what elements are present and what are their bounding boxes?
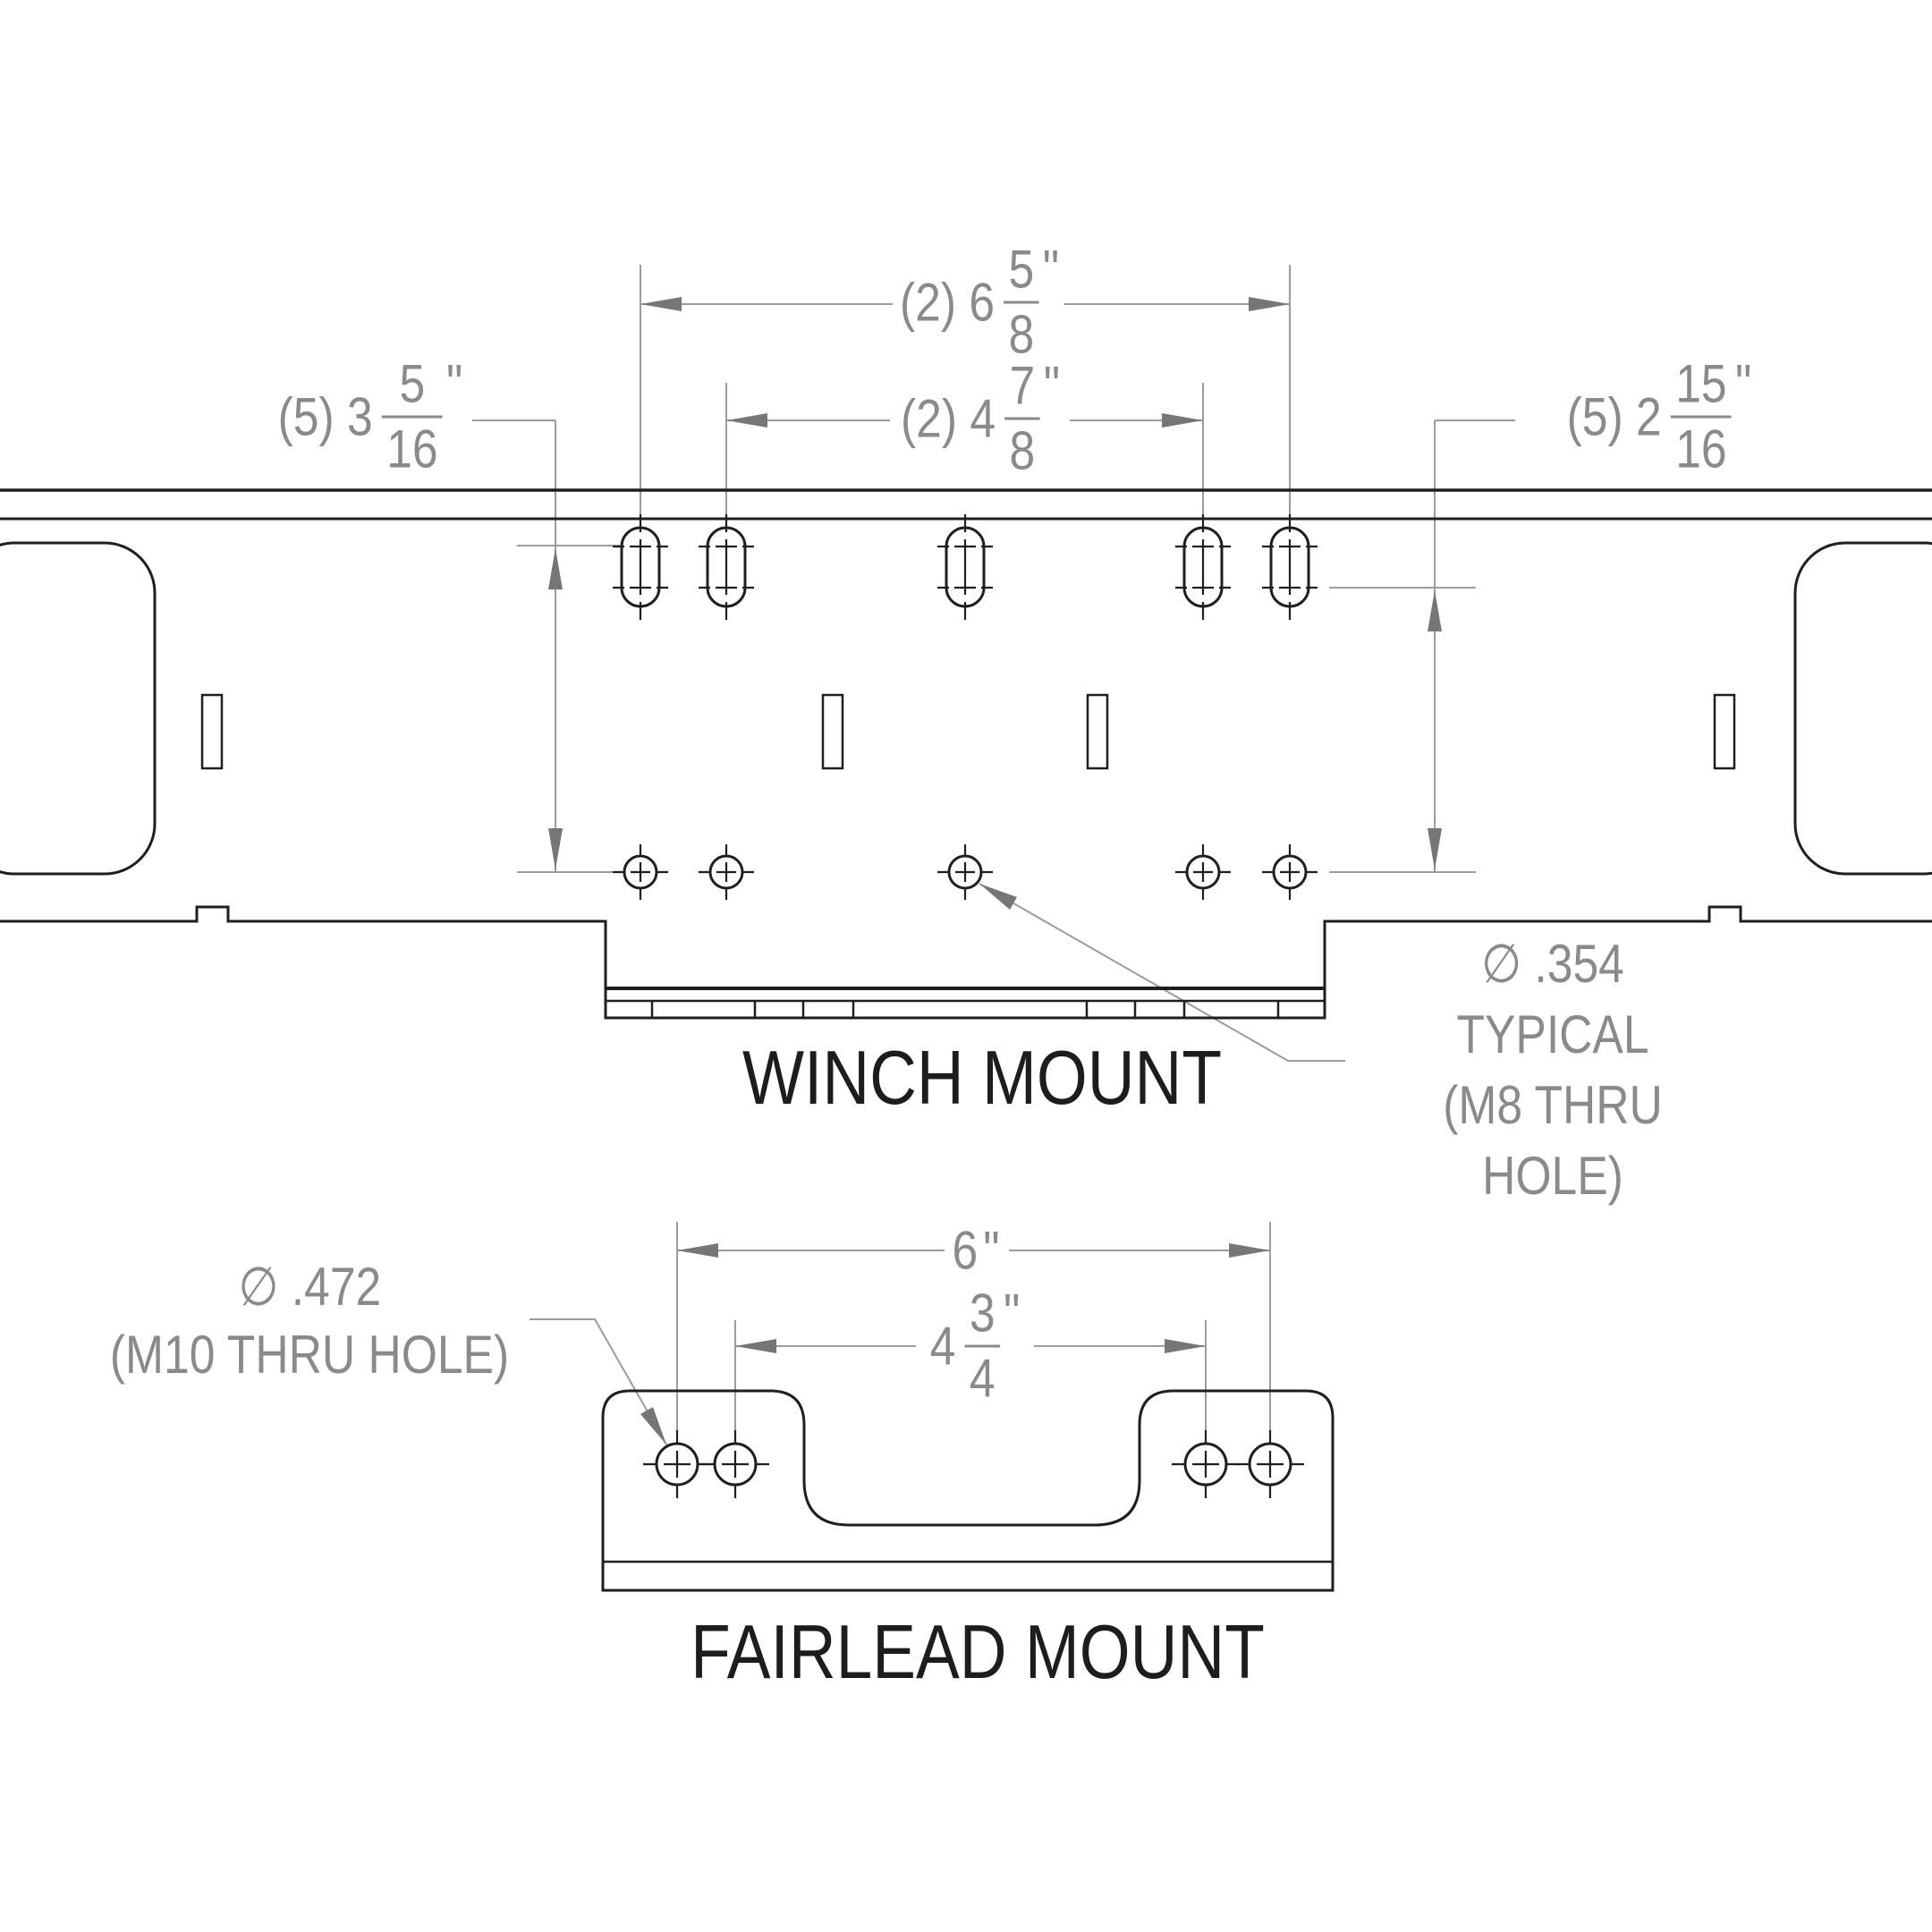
inch-mark: ": [983, 1220, 1000, 1281]
dim-prefix: (5) 3: [277, 386, 373, 446]
hole-note-line1: ∅ .472: [238, 1257, 381, 1317]
winch-bottom-flange: [606, 987, 1325, 1018]
winch-mount-drawing: [0, 488, 1932, 1020]
fairlead-dimension-4-3-4: [734, 1320, 1207, 1431]
m8-thru-hole: [1262, 844, 1318, 900]
dim-prefix: (2) 4: [900, 388, 996, 448]
slotted-hole: [937, 514, 993, 620]
fairlead-hole-callout-leader: [530, 1318, 667, 1445]
m10-thru-hole: [643, 1430, 711, 1498]
fairlead-mount-drawing: [601, 1389, 1335, 1592]
winch-mount-title: WINCH MOUNT: [742, 1036, 1222, 1121]
hole-note-line1: ∅ .354 TYPICAL: [1456, 934, 1649, 1064]
inch-mark: ": [446, 353, 463, 414]
slotted-hole: [1262, 514, 1318, 620]
fairlead-mount-title: FAIRLEAD MOUNT: [691, 1610, 1265, 1695]
dim-prefix: (2) 6: [899, 272, 996, 332]
winch-dimension-left-height: [472, 419, 620, 873]
m8-thru-hole: [699, 844, 754, 900]
dim-prefix: (5) 2: [1566, 386, 1662, 446]
winch-plate-bottom-profile: [0, 905, 1932, 1020]
m10-thru-hole: [1172, 1430, 1240, 1498]
slotted-hole: [1175, 514, 1231, 620]
hole-note-line2: (M10 THRU HOLE): [109, 1325, 510, 1385]
winch-slotted-holes: [613, 514, 1318, 620]
fairlead-dim-outer-label: 6 ": [948, 1220, 1004, 1282]
winch-hole-callout-leader: [979, 883, 1345, 1062]
fairlead-hole-callout-text: ∅ .472 (M10 THRU HOLE): [78, 1253, 542, 1389]
winch-bottom-holes: [613, 844, 1318, 900]
dim-prefix: 4: [929, 1316, 956, 1376]
m8-thru-hole: [1175, 844, 1231, 900]
m8-thru-hole: [937, 844, 993, 900]
slotted-hole: [613, 514, 668, 620]
hole-note-line2: (M8 THRU HOLE): [1443, 1075, 1663, 1206]
inch-mark: ": [1043, 355, 1061, 416]
inch-mark: ": [1004, 1283, 1021, 1343]
dim-prefix: 6: [952, 1220, 979, 1281]
inch-mark: ": [1735, 353, 1752, 414]
winch-corner-cutouts: [0, 541, 1932, 876]
m10-thru-hole: [701, 1430, 769, 1498]
winch-dimension-right-height: [1329, 419, 1515, 873]
inch-mark: ": [1042, 239, 1060, 300]
slotted-hole: [699, 514, 754, 620]
winch-dimension-4-7-8: [725, 383, 1204, 517]
m8-thru-hole: [613, 844, 668, 900]
fairlead-dimension-6: [676, 1222, 1271, 1431]
fairlead-outline: [601, 1389, 1335, 1592]
winch-relief-slots: [200, 693, 1736, 770]
m10-thru-hole: [1236, 1430, 1304, 1498]
fairlead-holes: [643, 1430, 1304, 1498]
winch-dimension-6-5-8: [640, 265, 1291, 517]
winch-hole-callout-text: ∅ .354 TYPICAL (M8 THRU HOLE): [1363, 928, 1742, 1211]
